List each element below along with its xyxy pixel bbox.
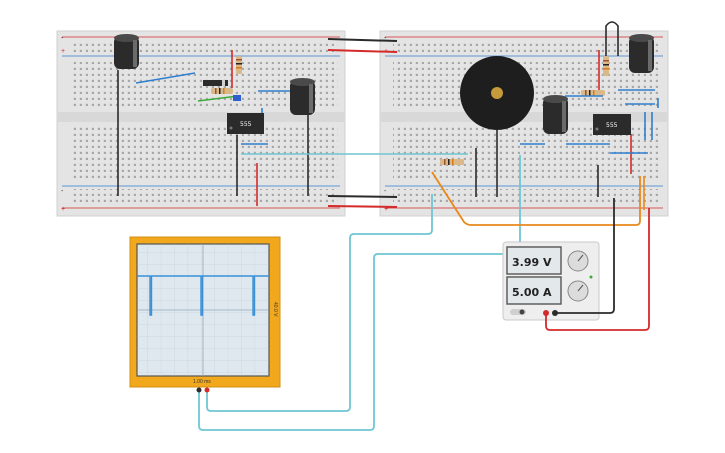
svg-text:-: - <box>384 188 387 195</box>
scope-time-label: 1.00 ms <box>193 379 211 385</box>
ic-left-label: 555 <box>240 121 252 128</box>
breadboard-left[interactable]: + - - + <box>56 30 346 217</box>
ceramic-capacitor[interactable] <box>233 95 241 101</box>
ic-555-left[interactable]: 555 <box>227 113 264 134</box>
svg-text:-: - <box>61 35 64 42</box>
svg-text:+: + <box>384 206 388 213</box>
rail-bridge-wires[interactable] <box>327 38 398 208</box>
svg-text:+: + <box>61 48 65 55</box>
left-board-components[interactable]: 555 <box>114 34 315 206</box>
ic-right-label: 555 <box>606 122 618 129</box>
ic-555-right[interactable]: 555 <box>593 114 631 135</box>
right-board-components[interactable]: 555 <box>440 21 659 197</box>
scope-probe-negative[interactable] <box>196 387 202 393</box>
scope-probe-positive[interactable] <box>204 387 210 393</box>
oscilloscope[interactable]: 1.00 ms 40.0 V <box>129 236 281 393</box>
electrolytic-capacitor-right-1[interactable] <box>543 95 568 134</box>
current-display <box>506 276 562 305</box>
electrolytic-capacitor-right-2[interactable] <box>629 34 654 73</box>
scope-volt-label: 40.0 V <box>272 302 278 317</box>
scope-trace <box>137 275 269 316</box>
resistor-left-1[interactable] <box>236 56 242 74</box>
voltage-display <box>506 246 562 275</box>
svg-text:-: - <box>61 188 64 195</box>
electrolytic-capacitor-left-1[interactable] <box>114 34 139 69</box>
voltage-readout: 3.99 V <box>512 256 552 269</box>
diode[interactable] <box>203 80 228 86</box>
svg-text:+: + <box>61 206 65 213</box>
resistor-right-1[interactable] <box>603 56 609 76</box>
piezo-buzzer[interactable] <box>460 56 534 130</box>
power-supply[interactable]: 3.99 V 5.00 A <box>502 241 600 321</box>
electrolytic-capacitor-left-2[interactable] <box>290 78 315 115</box>
current-readout: 5.00 A <box>512 286 552 299</box>
psu-leads[interactable] <box>545 198 650 331</box>
resistor-left-2[interactable] <box>211 88 233 94</box>
svg-text:-: - <box>384 35 387 42</box>
